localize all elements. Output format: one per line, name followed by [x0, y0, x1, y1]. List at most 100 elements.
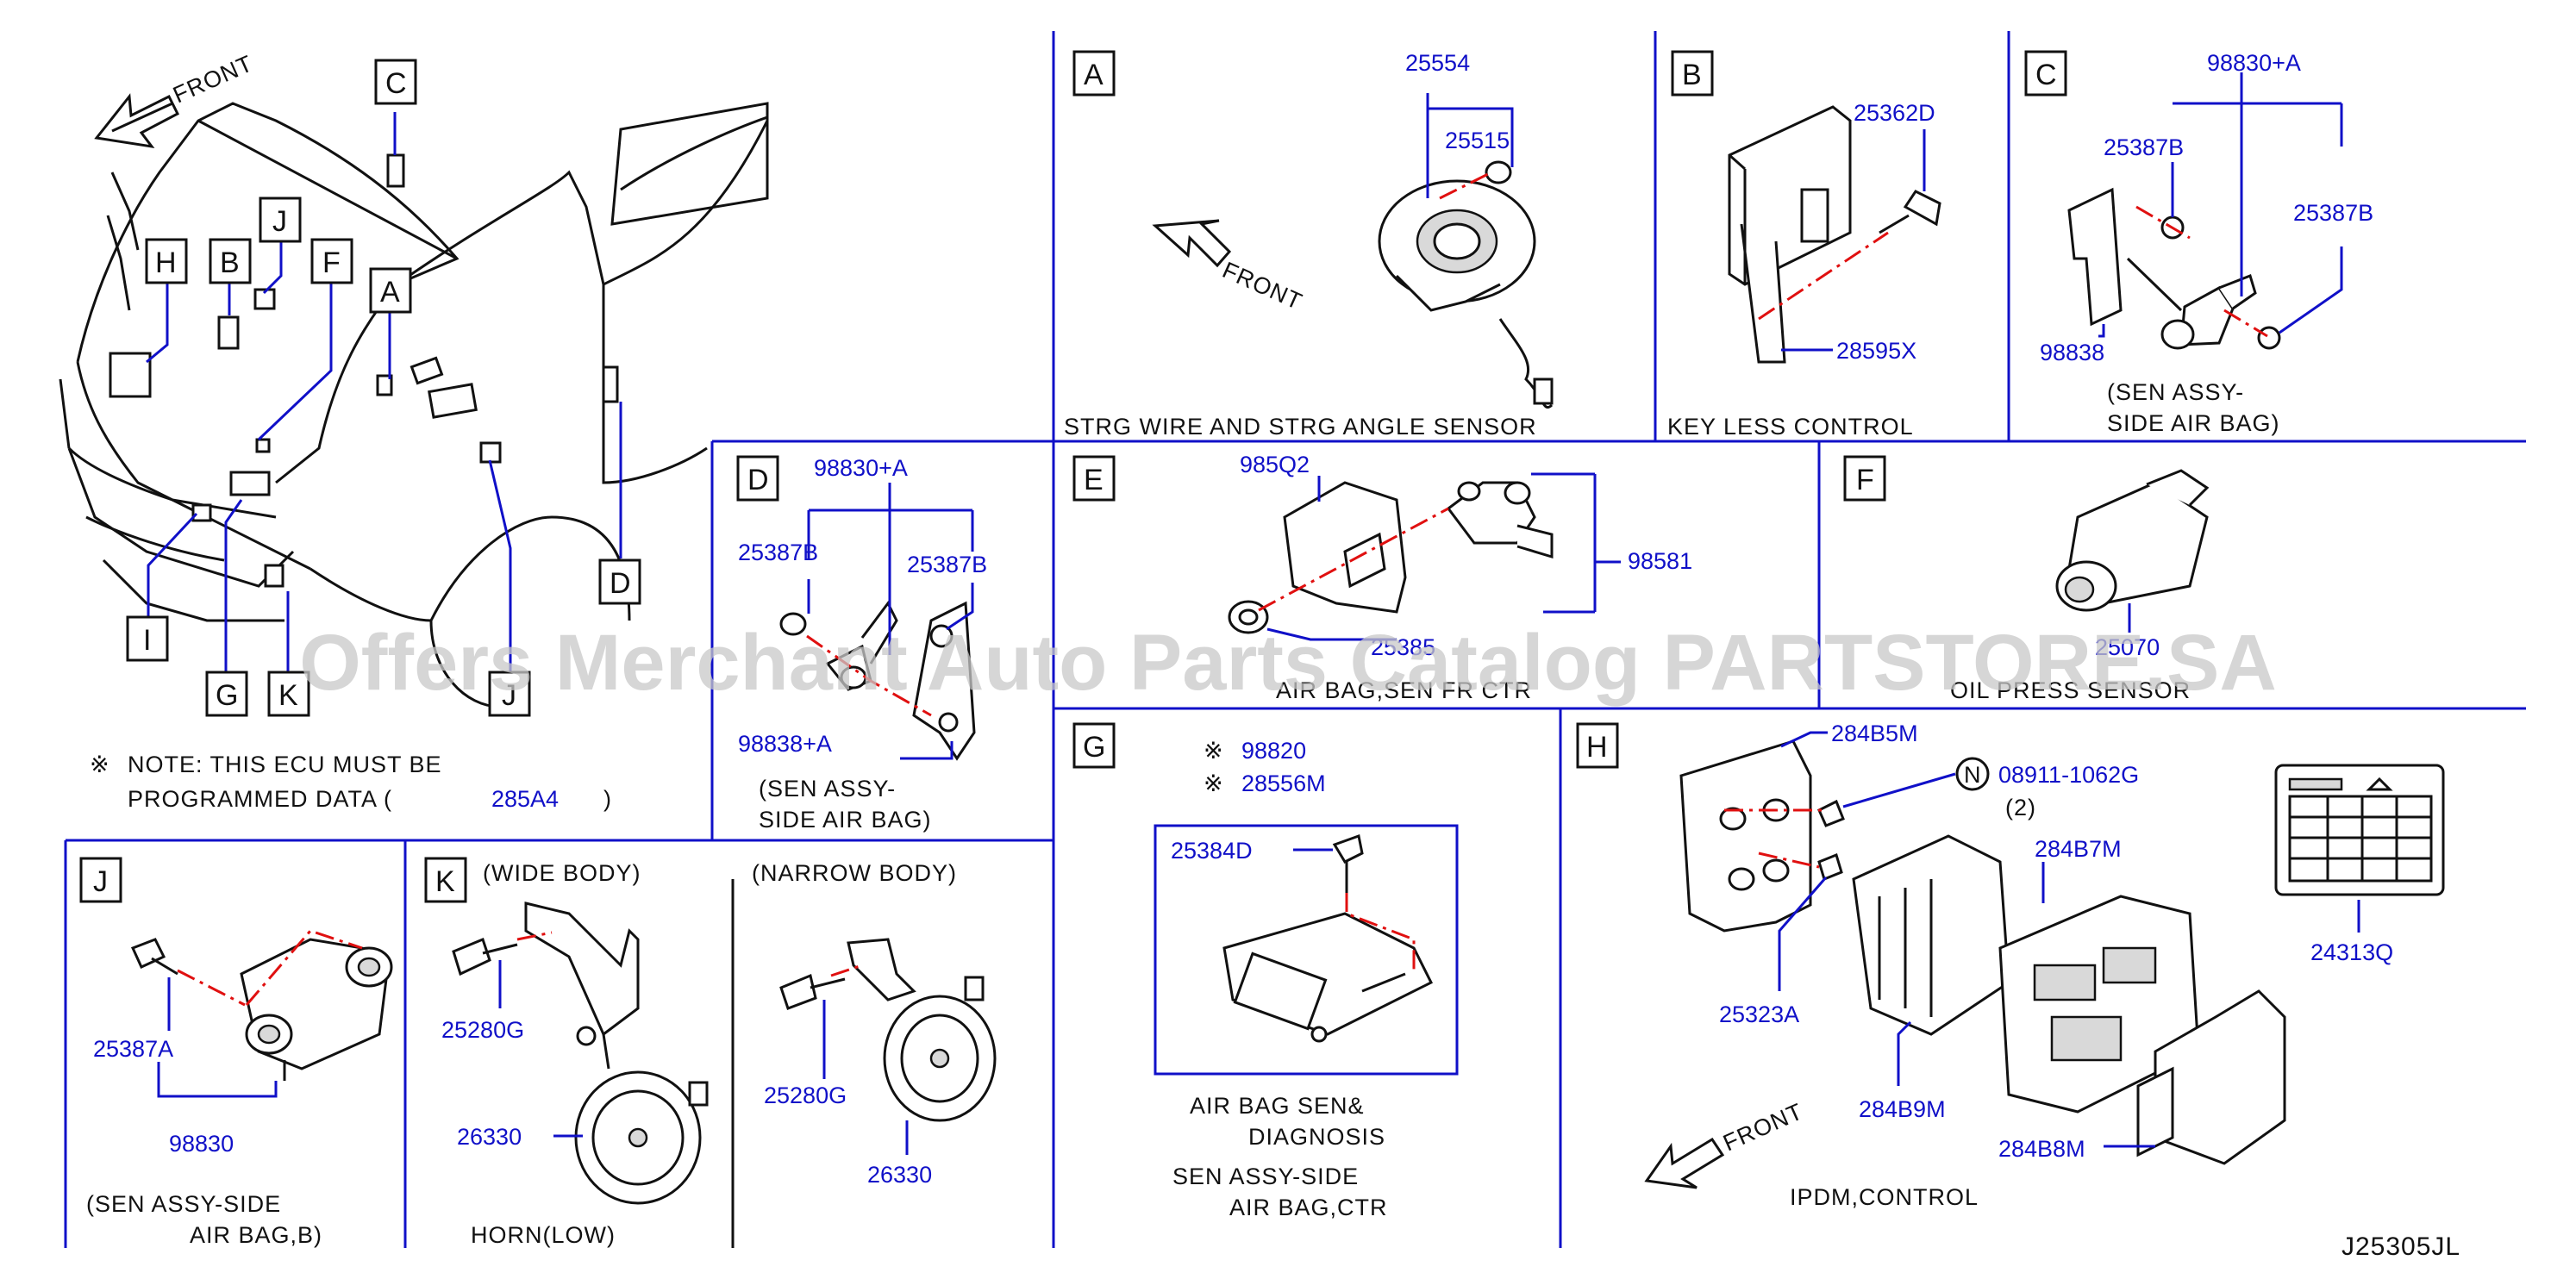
svg-text:A: A — [380, 276, 400, 309]
bolt-icon — [1332, 834, 1364, 896]
svg-text:J: J — [272, 205, 287, 238]
panel-e: E 985Q2 98581 25385 AIR BAG,SEN FR CTR — [1072, 452, 1692, 703]
callout-c[interactable]: C — [374, 59, 417, 105]
panel-g: G ※ 98820 ※ 28556M 25384D AIR BAG SEN& D… — [1072, 722, 1459, 1220]
part-98830plusA-d[interactable]: 98830+A — [814, 455, 908, 481]
panel-d-letter: D — [747, 464, 769, 496]
front-label: FRONT — [169, 50, 257, 108]
callout-j-bottom[interactable]: J — [488, 671, 531, 717]
ipdm-bracket-icon — [1679, 739, 1812, 933]
panel-a-front-label: FRONT — [1219, 257, 1307, 315]
callout-g[interactable]: G — [205, 671, 248, 717]
bolt-icon — [452, 938, 518, 976]
ipdm-cover-icon — [2136, 989, 2286, 1165]
panel-a: A FRONT 25554 25515 STRG WIRE AND STRG A… — [1064, 50, 1554, 440]
callout-k[interactable]: K — [267, 671, 310, 717]
part-98838[interactable]: 98838 — [2040, 340, 2104, 365]
part-25387B-d-left[interactable]: 25387B — [738, 540, 818, 565]
steering-angle-sensor-icon — [1378, 179, 1554, 409]
svg-text:D: D — [610, 567, 631, 600]
panel-g-caption-4: AIR BAG,CTR — [1229, 1195, 1388, 1220]
part-98581[interactable]: 98581 — [1628, 548, 1692, 574]
side-airbag-sensor-icon — [2067, 187, 2257, 350]
part-08911-1062G[interactable]: 08911-1062G — [1998, 762, 2139, 788]
panel-j: J 25387A 98830 (SEN ASSY-SIDE AIR BAG,B) — [79, 857, 393, 1248]
part-25554[interactable]: 25554 — [1405, 50, 1470, 76]
callout-b[interactable]: B — [209, 238, 252, 284]
panel-g-mark-2: ※ — [1204, 771, 1224, 796]
callout-h[interactable]: H — [145, 238, 188, 284]
callout-a[interactable]: A — [369, 267, 412, 314]
panel-h: H — [1576, 721, 2445, 1210]
panel-k-letter: K — [435, 865, 455, 898]
part-25280G-narrow[interactable]: 25280G — [764, 1082, 847, 1108]
side-airbag-sensor-b-icon — [240, 938, 393, 1081]
panel-j-letter: J — [93, 865, 108, 898]
sensor-side-icon — [479, 441, 502, 464]
airbag-sensor-unit-icon — [1222, 912, 1434, 1043]
part-25385[interactable]: 25385 — [1371, 634, 1435, 660]
front-arrow-icon — [1644, 1137, 1725, 1189]
sensor-d-icon — [602, 365, 619, 403]
callout-j-top[interactable]: J — [259, 197, 302, 243]
part-25387B-d-right[interactable]: 25387B — [907, 552, 987, 577]
nut-icon — [2257, 326, 2281, 350]
panel-b-caption: KEY LESS CONTROL — [1667, 414, 1914, 440]
part-284B9M[interactable]: 284B9M — [1859, 1096, 1946, 1122]
panel-g-mark-1: ※ — [1204, 738, 1224, 764]
part-24313Q[interactable]: 24313Q — [2310, 939, 2393, 965]
n-mark-icon: N — [1955, 757, 1990, 791]
panel-d: D 98830+A 25387B 25387B 98838+A (SEN ASS… — [736, 455, 987, 833]
svg-text:K: K — [278, 679, 298, 712]
part-28595X[interactable]: 28595X — [1836, 338, 1916, 364]
note-close: ) — [603, 786, 612, 812]
sensor-j-icon — [253, 288, 276, 310]
part-25387B-c-left[interactable]: 25387B — [2104, 134, 2184, 160]
front-arrow-icon — [94, 93, 179, 149]
part-284B8M[interactable]: 284B8M — [1998, 1136, 2085, 1162]
part-25070[interactable]: 25070 — [2095, 634, 2160, 660]
horn-wide-icon — [524, 902, 709, 1205]
part-25384D[interactable]: 25384D — [1171, 838, 1253, 864]
callout-i[interactable]: I — [126, 615, 169, 662]
panel-d-caption-1: (SEN ASSY- — [759, 776, 896, 802]
part-284B7M[interactable]: 284B7M — [2035, 836, 2122, 862]
svg-text:C: C — [385, 67, 407, 100]
panel-c-letter: C — [2035, 59, 2057, 91]
part-25387B-c-right[interactable]: 25387B — [2293, 200, 2373, 226]
part-25515[interactable]: 25515 — [1445, 128, 1510, 153]
clip-icon — [1485, 160, 1512, 184]
bolt-icon — [1817, 799, 1845, 882]
part-284B5M[interactable]: 284B5M — [1831, 721, 1918, 746]
callout-d[interactable]: D — [598, 558, 641, 605]
part-25362D[interactable]: 25362D — [1854, 100, 1935, 126]
part-98830[interactable]: 98830 — [169, 1131, 234, 1157]
panel-a-caption: STRG WIRE AND STRG ANGLE SENSOR — [1064, 414, 1537, 440]
ipdm-control-module-icon — [1998, 895, 2200, 1114]
part-25323A[interactable]: 25323A — [1719, 1001, 1799, 1027]
panel-g-caption-2: DIAGNOSIS — [1248, 1124, 1385, 1150]
part-25387A[interactable]: 25387A — [93, 1036, 173, 1062]
note-part-number[interactable]: 285A4 — [491, 786, 559, 812]
airbag-ecu-icon — [229, 471, 271, 496]
bolt-icon — [1879, 190, 1941, 234]
part-26330-wide[interactable]: 26330 — [457, 1124, 522, 1150]
panel-dividers — [64, 31, 2526, 1248]
panel-c-caption-1: (SEN ASSY- — [2107, 379, 2244, 405]
part-25280G-wide[interactable]: 25280G — [441, 1017, 524, 1043]
part-98820[interactable]: 98820 — [1241, 738, 1306, 764]
panel-f-letter: F — [1856, 464, 1874, 496]
part-985Q2[interactable]: 985Q2 — [1240, 452, 1310, 477]
panel-g-caption-1: AIR BAG SEN& — [1190, 1093, 1365, 1119]
note-mark: ※ — [90, 752, 110, 777]
part-98830plusA-c[interactable]: 98830+A — [2207, 50, 2301, 76]
sensor-i-icon — [191, 503, 212, 522]
svg-text:I: I — [143, 624, 151, 657]
panel-a-letter: A — [1084, 59, 1104, 91]
callout-f[interactable]: F — [310, 238, 353, 284]
nut-icon — [929, 624, 953, 648]
part-26330-narrow[interactable]: 26330 — [867, 1162, 932, 1188]
panel-g-letter: G — [1083, 731, 1105, 764]
part-28556M[interactable]: 28556M — [1241, 771, 1326, 796]
part-98838plusA[interactable]: 98838+A — [738, 731, 832, 757]
